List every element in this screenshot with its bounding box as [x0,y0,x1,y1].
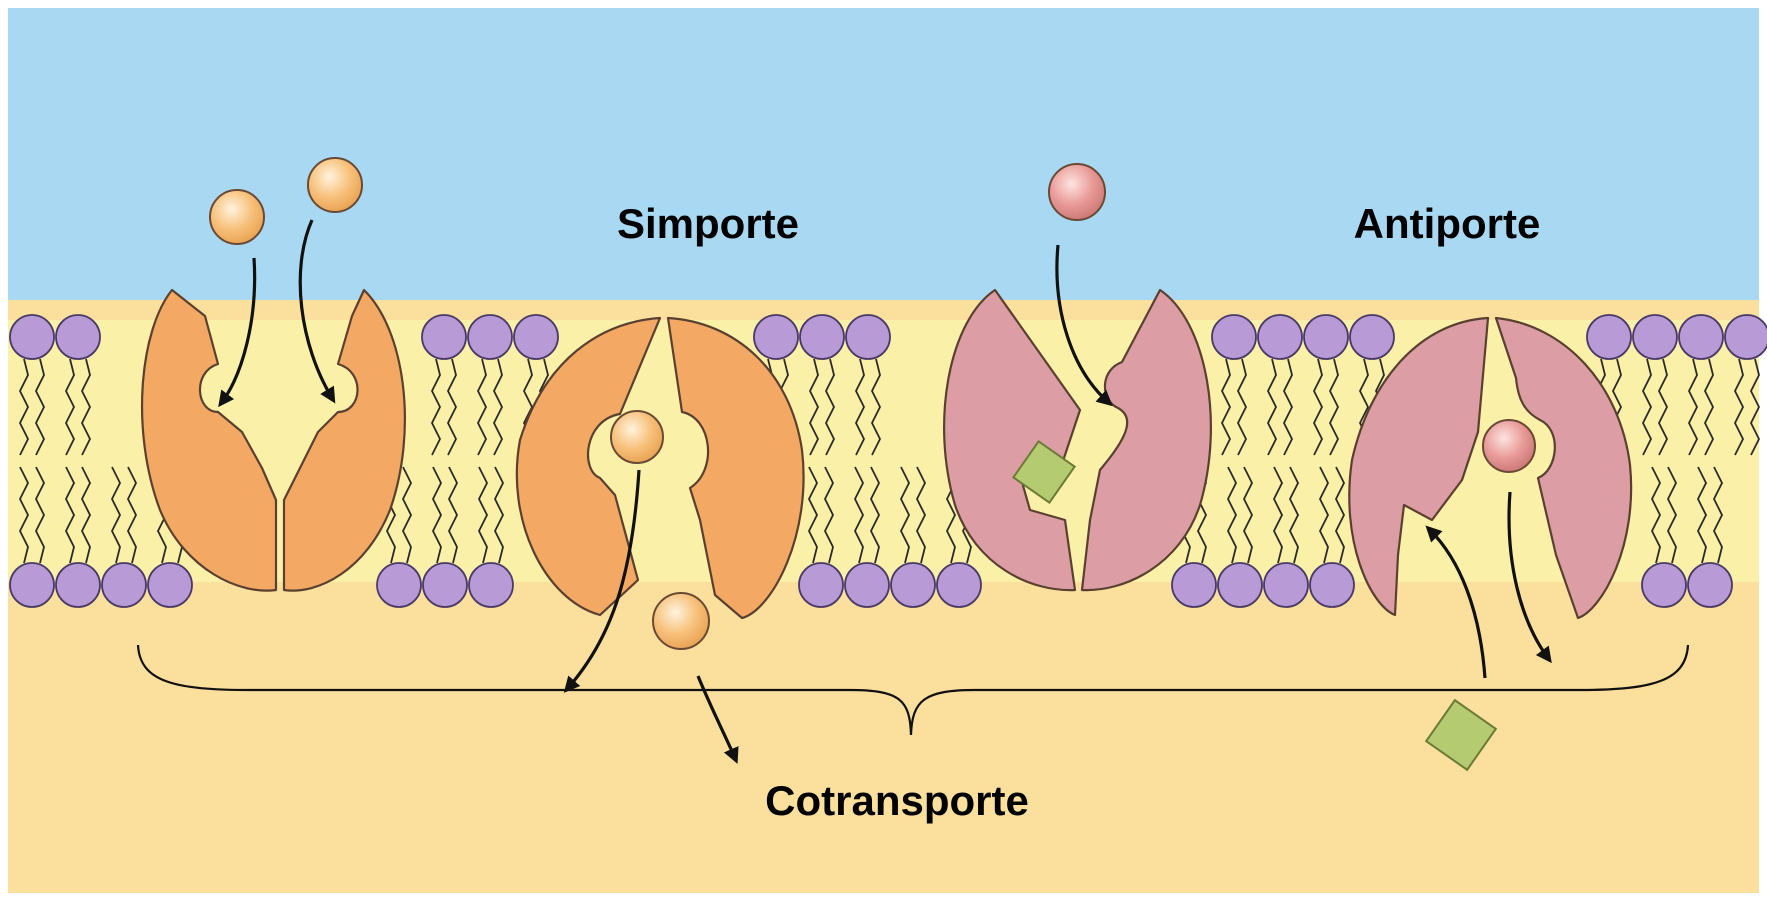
phospholipid-head [56,563,100,607]
phospholipid-head [846,315,890,359]
phospholipid-head [1172,563,1216,607]
phospholipid-head [1304,315,1348,359]
orange-molecule [308,158,362,212]
phospholipid-head [469,563,513,607]
orange-molecule [210,190,264,244]
phospholipid-head [1212,315,1256,359]
phospholipid-head [1688,563,1732,607]
phospholipid-head [754,315,798,359]
phospholipid-head [937,563,981,607]
phospholipid-head [799,563,843,607]
phospholipid-head [148,563,192,607]
phospholipid-head [1725,315,1767,359]
orange-molecule-bound [611,411,663,463]
phospholipid-head [1310,563,1354,607]
phospholipid-head [422,315,466,359]
phospholipid-head [10,563,54,607]
pink-molecule [1049,164,1105,220]
antiport-label: Antiporte [1354,200,1541,247]
phospholipid-head [891,563,935,607]
phospholipid-head [102,563,146,607]
phospholipid-head [1587,315,1631,359]
symport-label: Simporte [617,200,799,247]
phospholipid-head [845,563,889,607]
phospholipid-head [56,315,100,359]
orange-molecule-released [653,593,709,649]
phospholipid-head [1679,315,1723,359]
phospholipid-head [423,563,467,607]
phospholipid-head [10,315,54,359]
phospholipid-head [1264,563,1308,607]
phospholipid-head [1642,563,1686,607]
phospholipid-head [1218,563,1262,607]
phospholipid-head [1258,315,1302,359]
phospholipid-head [468,315,512,359]
pink-molecule-bound [1483,420,1535,472]
phospholipid-head [1633,315,1677,359]
phospholipid-head [377,563,421,607]
phospholipid-head [1350,315,1394,359]
cotransport-label: Cotransporte [765,777,1029,824]
phospholipid-head [800,315,844,359]
phospholipid-head [514,315,558,359]
extracellular-space [8,8,1759,308]
